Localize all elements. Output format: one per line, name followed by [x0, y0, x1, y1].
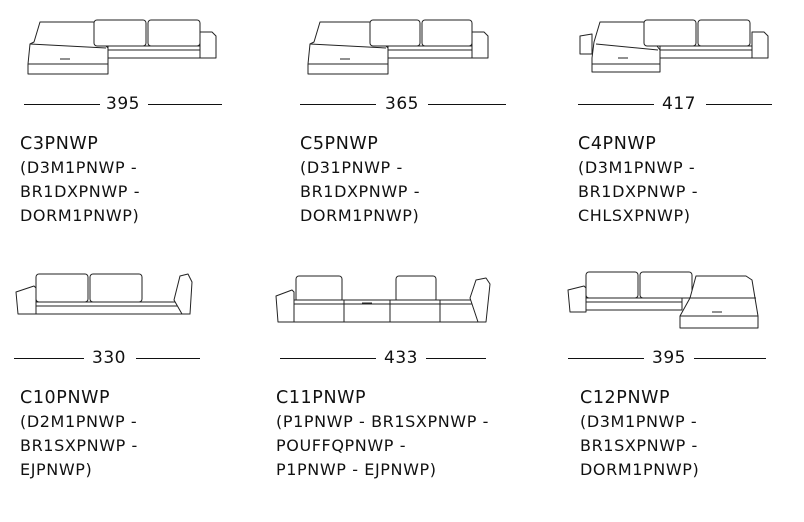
- sofa-sketch: [578, 14, 804, 104]
- component-line: DORM1PNWP): [20, 206, 140, 225]
- component-line: (D31PNWP -: [300, 158, 403, 177]
- configuration-components: (D3M1PNWP - BR1SXPNWP - DORM1PNWP): [580, 410, 699, 482]
- configuration-components: (P1PNWP - BR1SXPNWP - POUFFQPNWP - P1PNW…: [276, 410, 489, 482]
- configuration-components: (D3M1PNWP - BR1DXPNWP - DORM1PNWP): [20, 156, 140, 228]
- component-line: (P1PNWP - BR1SXPNWP -: [276, 412, 490, 431]
- configuration-components: (D3M1PNWP - BR1DXPNWP - CHLSXPNWP): [578, 156, 698, 228]
- configuration-components: (D2M1PNWP - BR1SXPNWP - EJPNWP): [20, 410, 138, 482]
- config-c3pnwp: 395 C3PNWP (D3M1PNWP - BR1DXPNWP - DORM1…: [20, 14, 260, 254]
- sofa-sketch: [300, 14, 540, 104]
- configuration-code: C4PNWP: [578, 134, 657, 154]
- component-line: POUFFQPNWP -: [276, 436, 407, 455]
- config-c4pnwp: 417 C4PNWP (D3M1PNWP - BR1DXPNWP - CHLSX…: [578, 14, 804, 254]
- component-line: (D3M1PNWP -: [20, 158, 138, 177]
- component-line: DORM1PNWP): [580, 460, 700, 479]
- config-c12pnwp: 395 C12PNWP (D3M1PNWP - BR1SXPNWP - DORM…: [566, 268, 804, 508]
- configuration-components: (D31PNWP - BR1DXPNWP - DORM1PNWP): [300, 156, 420, 228]
- component-line: BR1DXPNWP -: [20, 182, 141, 201]
- sofa-sketch: [20, 14, 260, 104]
- component-line: BR1SXPNWP -: [580, 436, 698, 455]
- component-line: CHLSXPNWP): [578, 206, 691, 225]
- configuration-code: C10PNWP: [20, 388, 111, 408]
- component-line: (D2M1PNWP -: [20, 412, 138, 431]
- component-line: EJPNWP): [20, 460, 93, 479]
- width-dimension: 417: [578, 94, 804, 114]
- config-c11pnwp: 433 C11PNWP (P1PNWP - BR1SXPNWP - POUFFQ…: [274, 268, 534, 508]
- component-line: BR1DXPNWP -: [300, 182, 421, 201]
- configuration-code: C12PNWP: [580, 388, 671, 408]
- width-dimension: 395: [20, 94, 260, 114]
- sofa-sketch: [14, 268, 254, 358]
- component-line: BR1DXPNWP -: [578, 182, 699, 201]
- component-line: P1PNWP - EJPNWP): [276, 460, 437, 479]
- width-dimension: 365: [300, 94, 540, 114]
- config-c5pnwp: 365 C5PNWP (D31PNWP - BR1DXPNWP - DORM1P…: [300, 14, 540, 254]
- component-line: DORM1PNWP): [300, 206, 420, 225]
- component-line: (D3M1PNWP -: [580, 412, 698, 431]
- width-dimension: 433: [274, 348, 514, 368]
- configuration-code: C5PNWP: [300, 134, 379, 154]
- component-line: (D3M1PNWP -: [578, 158, 696, 177]
- configuration-code: C11PNWP: [276, 388, 367, 408]
- config-c10pnwp: 330 C10PNWP (D2M1PNWP - BR1SXPNWP - EJPN…: [14, 268, 254, 508]
- sofa-sketch: [274, 268, 534, 358]
- configuration-code: C3PNWP: [20, 134, 99, 154]
- sofa-sketch: [566, 268, 804, 358]
- component-line: BR1SXPNWP -: [20, 436, 138, 455]
- width-dimension: 395: [566, 348, 804, 368]
- width-dimension: 330: [14, 348, 254, 368]
